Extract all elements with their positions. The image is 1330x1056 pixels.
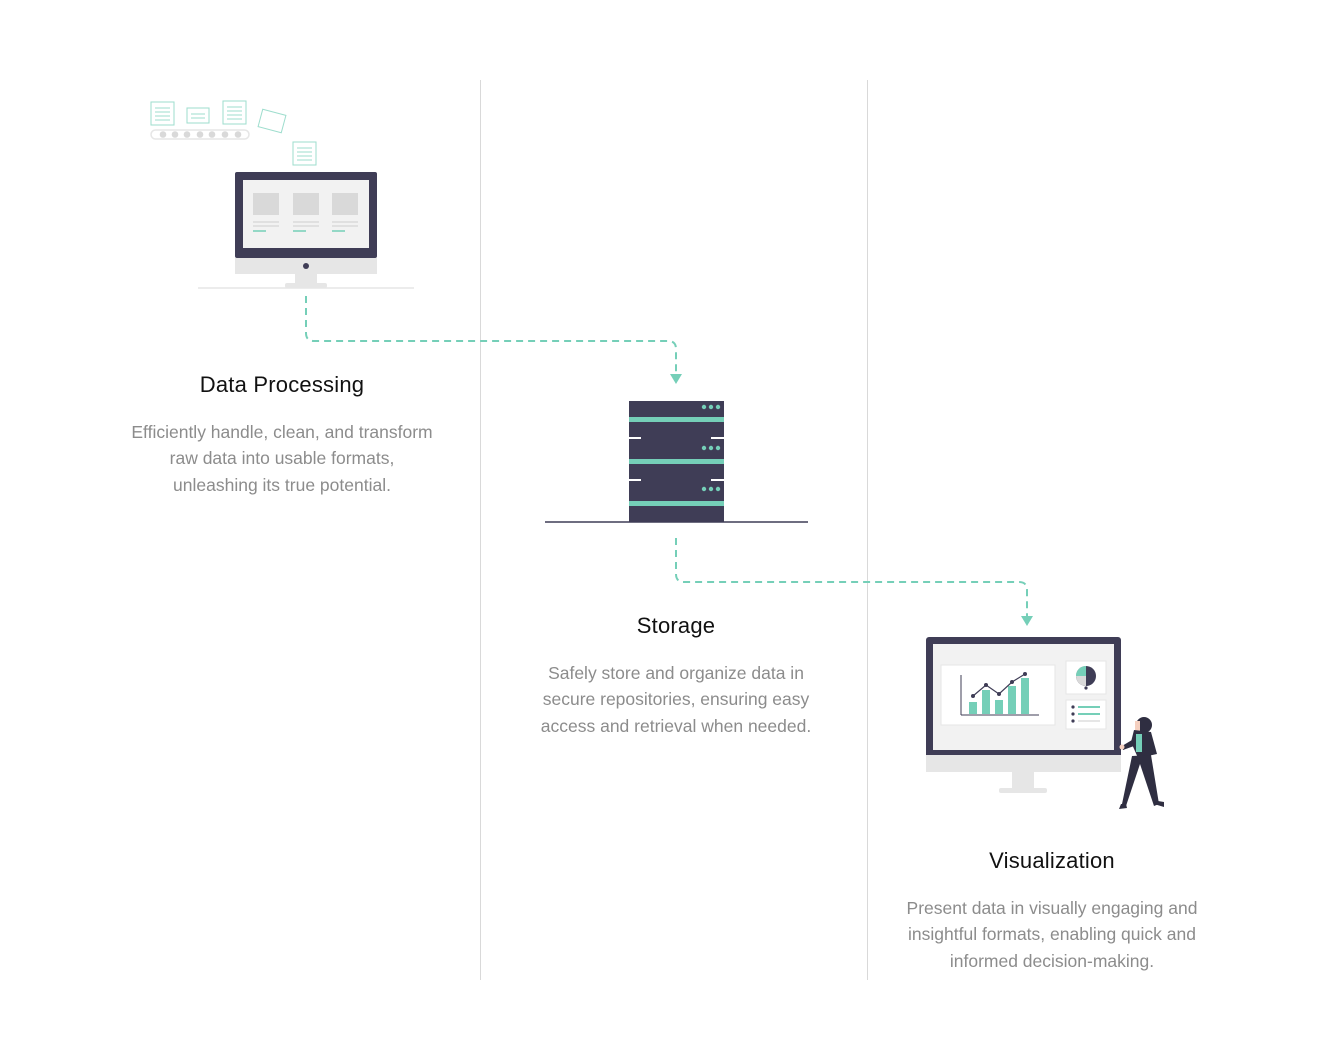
computer-processing-documents-icon	[150, 100, 414, 289]
step-title-storage: Storage	[636, 613, 716, 638]
step-description-storage: Safely store and organize data in secure…	[540, 663, 812, 736]
step-title-visualization: Visualization	[989, 848, 1115, 873]
person-presenting-dashboard-icon	[926, 637, 1164, 809]
connector-storage-to-visualization	[675, 538, 1028, 616]
step-description-visualization: Present data in visually engaging and in…	[906, 898, 1198, 971]
column-divider-right	[867, 80, 868, 980]
arrow-head-to-visualization-icon	[1021, 616, 1033, 626]
connector-processing-to-storage	[305, 296, 677, 374]
server-rack-icon	[545, 401, 808, 523]
column-divider-left	[480, 80, 481, 980]
step-title-data-processing: Data Processing	[199, 372, 365, 397]
step-description-data-processing: Efficiently handle, clean, and transform…	[131, 422, 433, 495]
arrow-head-to-storage-icon	[670, 374, 682, 384]
